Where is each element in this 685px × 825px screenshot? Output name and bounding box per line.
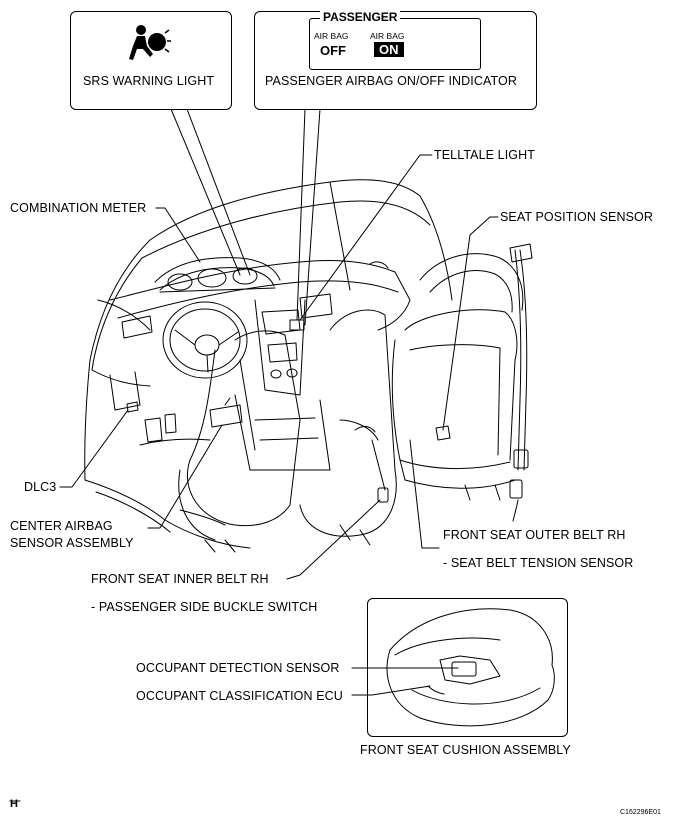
center-airbag-label-line2: SENSOR ASSEMBLY bbox=[10, 536, 134, 550]
corner-mark-h: H bbox=[10, 798, 19, 810]
front-seat-outer-belt-label: FRONT SEAT OUTER BELT RH bbox=[443, 528, 626, 542]
seat-cushion-line-art bbox=[386, 608, 555, 727]
center-airbag-label-line1: CENTER AIRBAG bbox=[10, 519, 113, 533]
front-seat-inner-belt-label: FRONT SEAT INNER BELT RH bbox=[91, 572, 269, 586]
indicator-on-state: ON bbox=[374, 42, 404, 57]
occupant-detection-sensor-label: OCCUPANT DETECTION SENSOR bbox=[136, 661, 340, 675]
srs-warning-light-label: SRS WARNING LIGHT bbox=[83, 74, 215, 88]
indicator-off-state: OFF bbox=[320, 43, 346, 58]
cabin-line-art bbox=[84, 179, 533, 553]
figure-code: C162296E01 bbox=[620, 809, 661, 816]
occupant-classification-ecu-label: OCCUPANT CLASSIFICATION ECU bbox=[136, 689, 343, 703]
passenger-indicator-label: PASSENGER AIRBAG ON/OFF INDICATOR bbox=[265, 74, 517, 88]
front-seat-cushion-label: FRONT SEAT CUSHION ASSEMBLY bbox=[360, 743, 571, 757]
airbag-warning-icon bbox=[129, 25, 171, 60]
combination-meter-label: COMBINATION METER bbox=[10, 201, 147, 215]
dlc3-label: DLC3 bbox=[24, 480, 57, 494]
indicator-left-small: AIR BAG bbox=[314, 31, 349, 41]
seat-belt-tension-sensor-label: - SEAT BELT TENSION SENSOR bbox=[443, 556, 634, 570]
indicator-panel: PASSENGER AIR BAG AIR BAG OFF ON bbox=[309, 10, 481, 70]
telltale-light-label: TELLTALE LIGHT bbox=[434, 148, 535, 162]
indicator-title: PASSENGER bbox=[320, 10, 401, 24]
passenger-indicator-box: PASSENGER AIR BAG AIR BAG OFF ON PASSENG… bbox=[254, 10, 537, 110]
leader-lines bbox=[59, 108, 519, 696]
srs-warning-light-box: SRS WARNING LIGHT bbox=[70, 11, 232, 110]
passenger-buckle-switch-label: - PASSENGER SIDE BUCKLE SWITCH bbox=[91, 600, 318, 614]
indicator-right-small: AIR BAG bbox=[370, 31, 405, 41]
seat-position-sensor-label: SEAT POSITION SENSOR bbox=[500, 210, 653, 224]
